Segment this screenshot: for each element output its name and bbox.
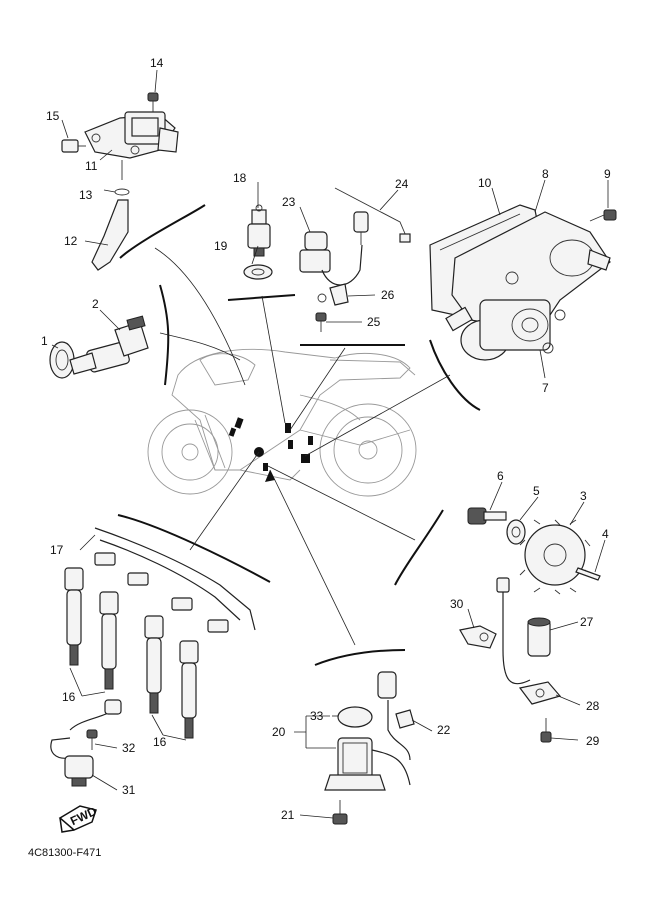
part-3-gear: [519, 519, 591, 595]
part-7-actuator: [445, 271, 566, 361]
callout-12: 12: [64, 234, 78, 248]
callout-25: 25: [367, 315, 381, 329]
part-2-thermo-sensor: [69, 315, 149, 375]
callout-5: 5: [533, 484, 540, 498]
part-20-assembly: [324, 671, 411, 791]
diagram-code: 4C81300-F471: [28, 847, 101, 859]
part-19-washer: [243, 264, 273, 280]
callout-20-bracket: [294, 715, 336, 749]
part-29-bolt: [540, 718, 552, 743]
callout-18: 18: [233, 171, 247, 185]
part-18-switch: [247, 204, 271, 257]
part-32-bolt: [86, 729, 98, 750]
part-22-clamp: [395, 709, 415, 729]
part-14-screw: [147, 92, 159, 112]
callout-33: 33: [310, 709, 324, 723]
callout-6: 6: [497, 469, 504, 483]
callout-27: 27: [580, 615, 594, 629]
part-15-connector: [61, 139, 86, 153]
callout-9: 9: [604, 167, 611, 181]
part-4-pin: [575, 567, 601, 581]
panel-brackets: [117, 204, 481, 666]
part-27-sensor: [496, 577, 551, 685]
callout-15: 15: [46, 109, 60, 123]
callout-13: 13: [79, 188, 93, 202]
callout-1: 1: [41, 334, 48, 348]
callout-31: 31: [122, 783, 136, 797]
callout-17: 17: [50, 543, 64, 557]
callout-29: 29: [586, 734, 600, 748]
callout-21: 21: [281, 808, 295, 822]
callout-4: 4: [602, 527, 609, 541]
part-33-o-ring: [337, 706, 373, 728]
part-25-bolt: [315, 312, 327, 332]
callout-16-left: 16: [62, 690, 76, 704]
part-16-ignition-coils: [64, 567, 199, 739]
callout-2: 2: [92, 297, 99, 311]
callout-32: 32: [122, 741, 136, 755]
part-5-washer: [506, 519, 526, 545]
motorcycle-outline: [147, 348, 417, 497]
callout-10: 10: [478, 176, 492, 190]
part-24-bracket: [334, 187, 411, 243]
callout-leaders: [51, 69, 609, 819]
callout-7: 7: [542, 381, 549, 395]
callout-30: 30: [450, 597, 464, 611]
part-17-harness: [94, 527, 256, 633]
callout-3: 3: [580, 489, 587, 503]
callout-26: 26: [381, 288, 395, 302]
part-9-bolt: [589, 209, 617, 222]
callout-24: 24: [395, 177, 409, 191]
callout-23: 23: [282, 195, 296, 209]
part-11-sensor-bracket: [84, 111, 179, 159]
callout-28: 28: [586, 699, 600, 713]
fwd-arrow-icon: FWD: [58, 804, 99, 833]
part-26-clamp: [317, 283, 349, 306]
callout-numbers: 14 15 11 13 12 1 2 18 19 23 24 26 25 10 …: [41, 56, 611, 822]
callout-8: 8: [542, 167, 549, 181]
part-31-sensor: [50, 699, 122, 787]
leader-lines: [154, 247, 451, 646]
callout-14: 14: [150, 56, 164, 70]
part-28-bracket: [518, 681, 562, 705]
callout-11: 11: [85, 159, 98, 173]
callout-16-right: 16: [153, 735, 167, 749]
callout-19: 19: [214, 239, 228, 253]
part-30-clamp: [459, 625, 497, 649]
part-23-sensor: [299, 211, 369, 286]
callout-22: 22: [437, 723, 451, 737]
part-13-clip: [114, 188, 130, 196]
part-6-bolt: [467, 507, 507, 525]
callout-20: 20: [272, 725, 286, 739]
part-21-bolt: [332, 800, 348, 825]
part-12-hose: [91, 160, 129, 271]
bike-location-markers: [228, 417, 313, 471]
